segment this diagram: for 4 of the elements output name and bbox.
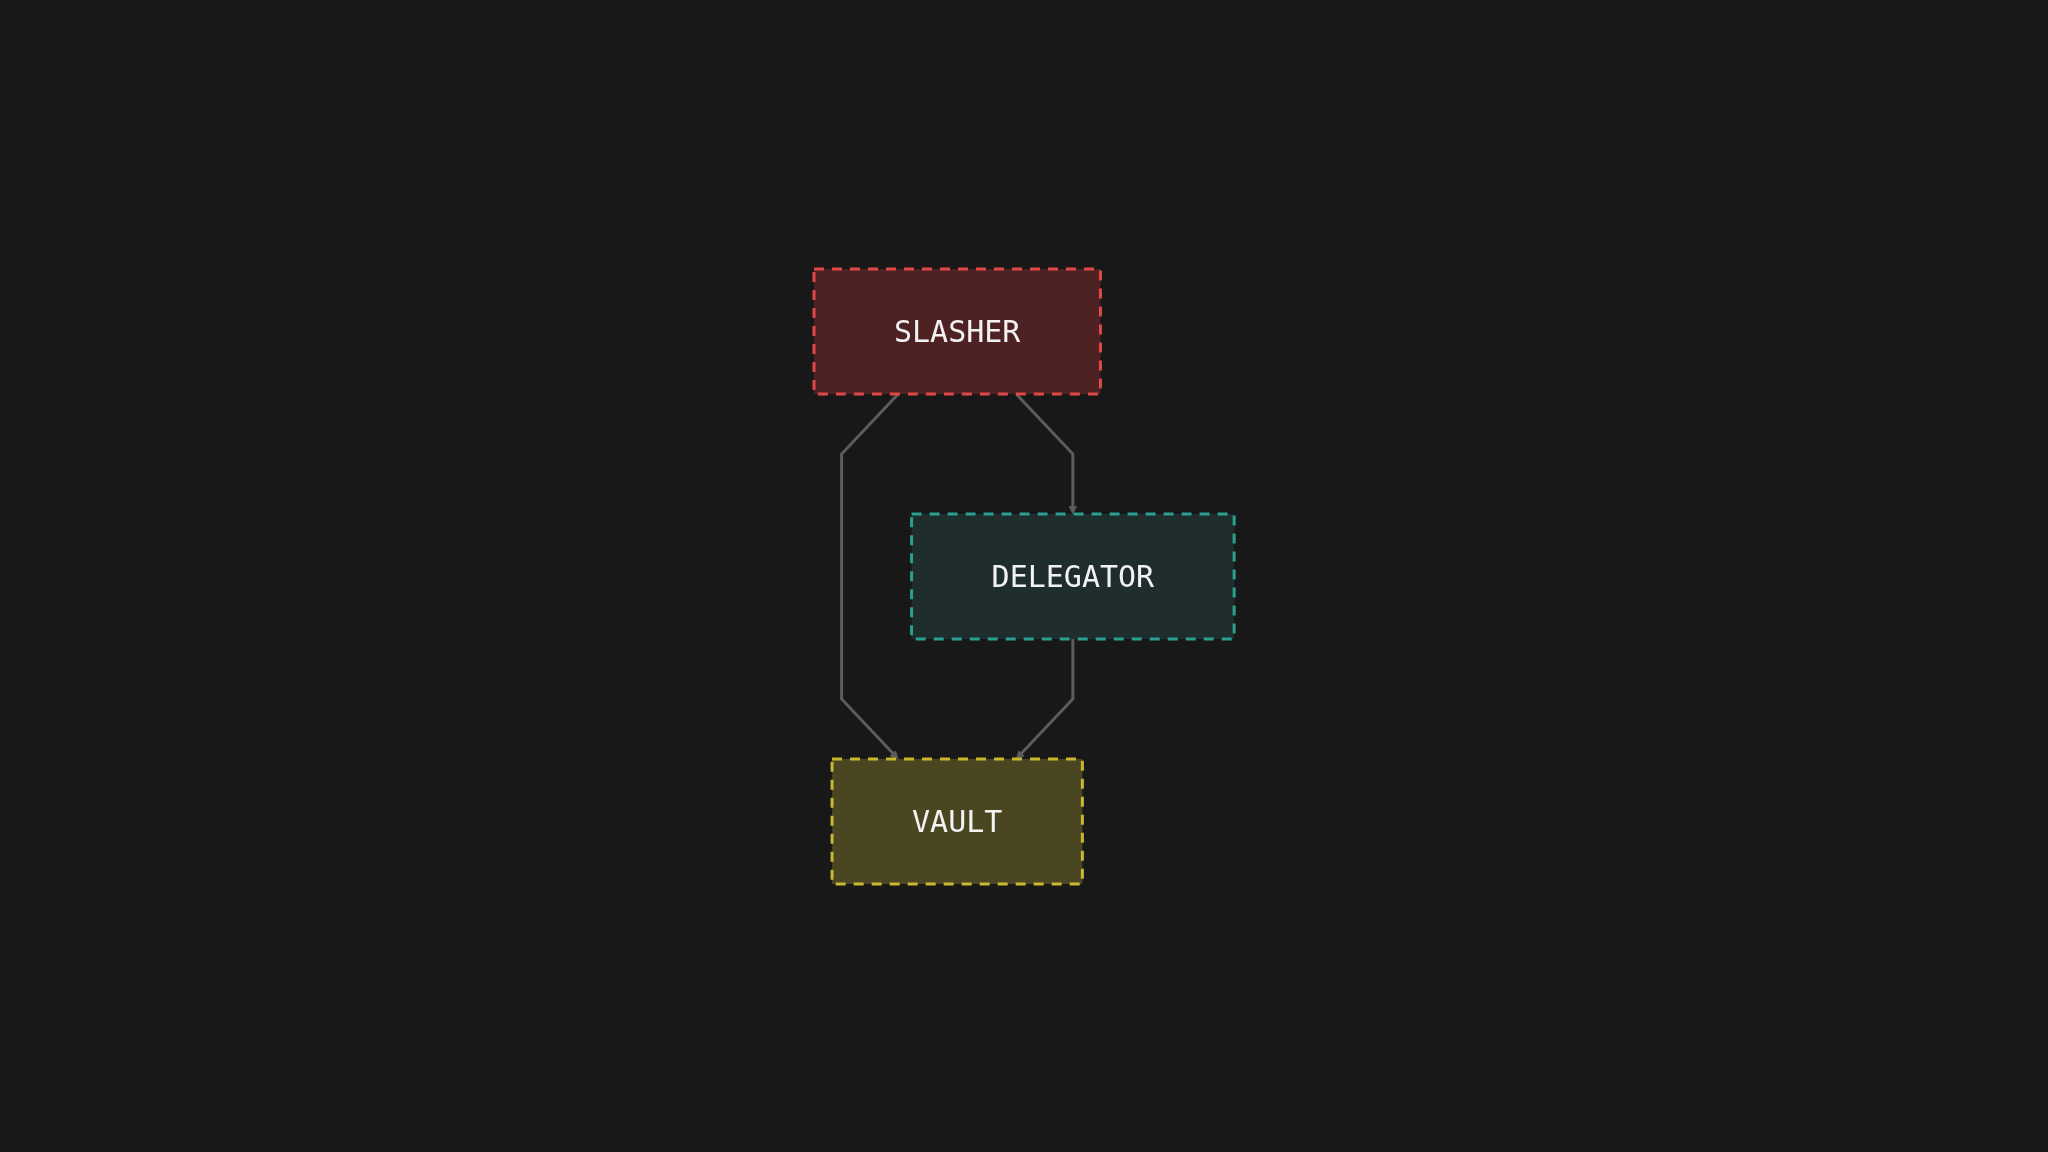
node-box: SLASHER — [812, 267, 1102, 395]
arrow — [1015, 638, 1075, 759]
node-box: VAULT — [830, 757, 1084, 885]
node-box: DELEGATOR — [910, 512, 1236, 640]
